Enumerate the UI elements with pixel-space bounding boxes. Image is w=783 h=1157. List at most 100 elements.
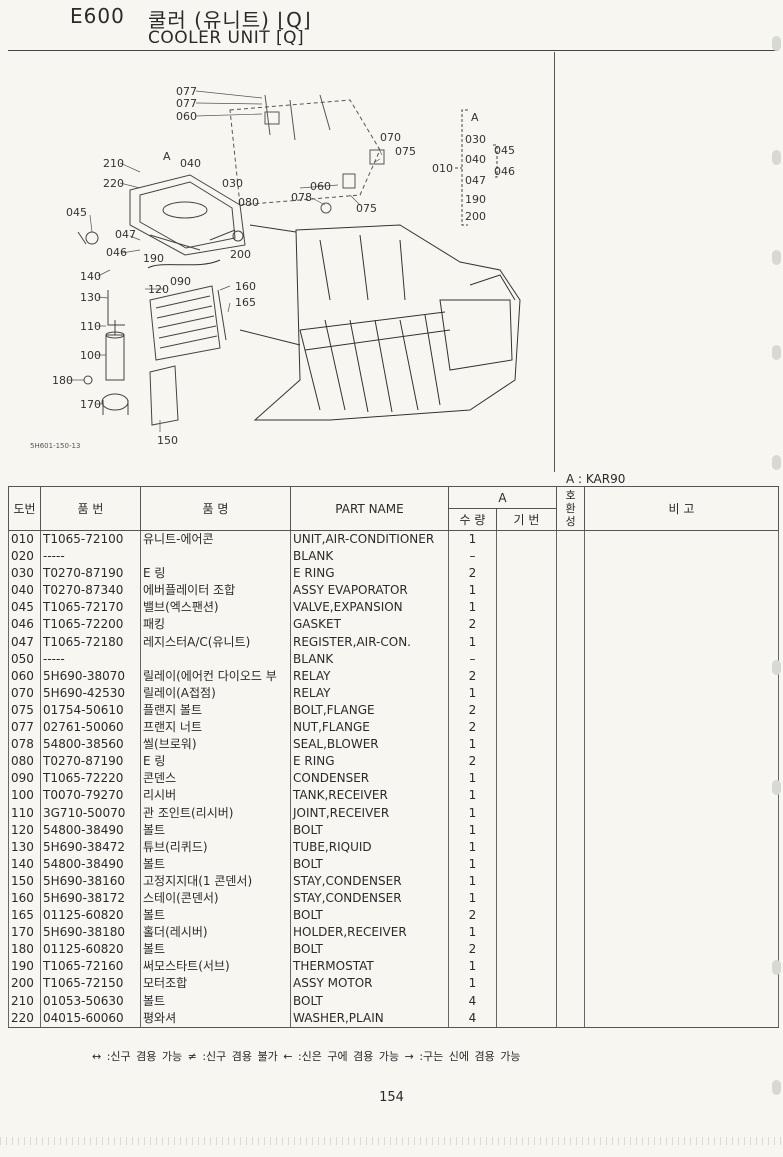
- cell-remark: [584, 684, 779, 702]
- cell-compat: [556, 736, 585, 754]
- cell-part-name: VALVE,EXPANSION: [290, 599, 449, 617]
- cell-name-ko: 레지스터A/C(유니트): [140, 633, 291, 651]
- cell-qty: 1: [448, 958, 497, 976]
- figure-id: 5H601-150-13: [30, 442, 80, 450]
- cell-compat: [556, 565, 585, 583]
- cell-remark: [584, 753, 779, 771]
- callout-label: 210: [103, 157, 124, 170]
- machine-drawing: [147, 224, 521, 421]
- cell-qty: 1: [448, 633, 497, 651]
- cell-no: 090: [8, 770, 41, 788]
- cell-remark: [584, 872, 779, 890]
- cell-compat: [556, 719, 585, 737]
- cell-qty: 2: [448, 616, 497, 634]
- cell-part-name: BOLT,FLANGE: [290, 701, 449, 720]
- cell-part-name: CONDENSER: [290, 770, 449, 788]
- cell-part-name: HOLDER,RECEIVER: [290, 924, 449, 942]
- table-row: 020-----BLANK–: [8, 548, 779, 566]
- title-english: COOLER UNIT [Q]: [148, 28, 305, 48]
- cell-part-no: T0270-87190: [40, 565, 141, 583]
- cell-no: 160: [8, 889, 41, 908]
- scan-edge: [0, 1137, 783, 1145]
- col-part-name: PART NAME: [290, 486, 449, 531]
- cell-compat: [556, 616, 585, 634]
- code-note: A : KAR90: [566, 472, 626, 486]
- cell-no: 080: [8, 753, 41, 771]
- cell-part-name: BOLT: [290, 907, 449, 925]
- callout-label: 078: [291, 191, 312, 204]
- cell-part-name: REGISTER,AIR-CON.: [290, 633, 449, 651]
- cell-part-name: TUBE,RIQUID: [290, 838, 449, 856]
- cell-part-no: -----: [40, 650, 141, 668]
- cell-no: 170: [8, 924, 41, 942]
- callout-label: 045: [66, 206, 87, 219]
- cell-name-ko: 모터조합: [140, 975, 291, 993]
- cell-no: 210: [8, 992, 41, 1010]
- cell-qty: 2: [448, 667, 497, 685]
- cell-compat: [556, 582, 585, 600]
- cell-name-ko: 관 조인트(리시버): [140, 804, 291, 822]
- cell-base: [496, 975, 557, 993]
- cell-name-ko: 릴레이(A접점): [140, 684, 291, 702]
- cell-base: [496, 872, 557, 890]
- cell-qty: 1: [448, 530, 497, 549]
- cell-name-ko: [140, 548, 291, 566]
- cell-part-no: T1065-72170: [40, 599, 141, 617]
- cell-base: [496, 684, 557, 702]
- cell-part-name: STAY,CONDENSER: [290, 872, 449, 890]
- cell-base: [496, 770, 557, 788]
- cell-part-name: BOLT: [290, 941, 449, 959]
- cell-base: [496, 907, 557, 925]
- cell-qty: 1: [448, 838, 497, 856]
- cell-part-no: 01053-50630: [40, 992, 141, 1010]
- cell-remark: [584, 582, 779, 600]
- cell-part-no: T0270-87190: [40, 753, 141, 771]
- callout-label: 220: [103, 177, 124, 190]
- cell-no: 130: [8, 838, 41, 856]
- callout-label: 190: [465, 193, 486, 206]
- cell-part-name: E RING: [290, 565, 449, 583]
- callout-label: 030: [465, 133, 486, 146]
- cell-part-no: T1065-72200: [40, 616, 141, 634]
- callout-label: 077: [176, 97, 197, 110]
- cell-compat: [556, 1009, 585, 1028]
- cell-base: [496, 924, 557, 942]
- cell-base: [496, 787, 557, 805]
- cell-name-ko: 볼트: [140, 941, 291, 959]
- receiver-drawing: [77, 231, 129, 415]
- cell-part-no: T1065-72160: [40, 958, 141, 976]
- cell-compat: [556, 855, 585, 873]
- cell-no: 110: [8, 804, 41, 822]
- cell-qty: 2: [448, 701, 497, 720]
- cell-name-ko: 프랜지 너트: [140, 719, 291, 737]
- cell-base: [496, 804, 557, 822]
- cell-base: [496, 753, 557, 771]
- cell-no: 200: [8, 975, 41, 993]
- cell-no: 075: [8, 701, 41, 720]
- cell-qty: 1: [448, 684, 497, 702]
- cell-part-no: 04015-60060: [40, 1009, 141, 1028]
- cell-part-name: ASSY MOTOR: [290, 975, 449, 993]
- cell-compat: [556, 530, 585, 549]
- diagram-divider: [554, 52, 555, 472]
- cell-part-name: WASHER,PLAIN: [290, 1009, 449, 1028]
- cell-name-ko: 콘덴스: [140, 770, 291, 788]
- callout-label: 075: [356, 202, 377, 215]
- cell-qty: 2: [448, 719, 497, 737]
- cell-part-name: RELAY: [290, 667, 449, 685]
- cell-compat: [556, 975, 585, 993]
- cell-compat: [556, 821, 585, 839]
- col-compat: 호 환 성: [556, 486, 585, 531]
